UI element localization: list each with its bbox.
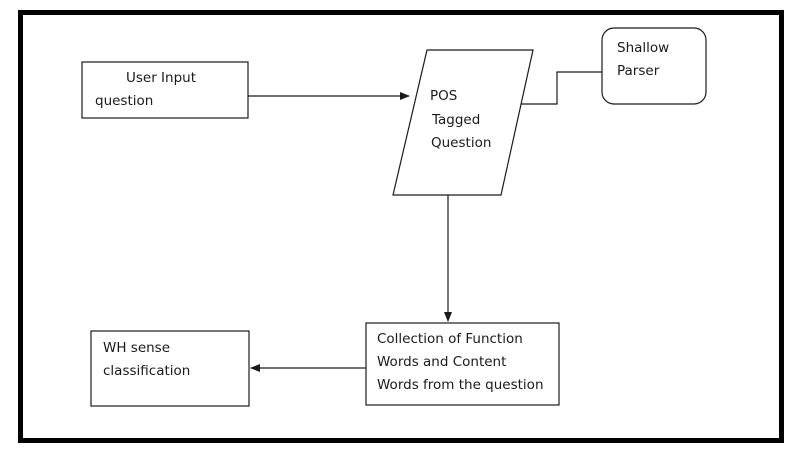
user-input-label-line1: User Input — [126, 70, 196, 86]
wh-sense-box — [90, 330, 250, 407]
pos-label-line3: Question — [431, 135, 491, 151]
node-pos-tagged-question: POS Tagged Question — [392, 49, 534, 196]
node-shallow-parser: Shallow Parser — [601, 27, 707, 105]
user-input-label-line2: question — [95, 93, 153, 109]
collection-label-line2: Words and Content — [377, 354, 506, 370]
shallow-parser-label-line2: Parser — [617, 63, 660, 79]
edge-shallow-parser-to-pos — [511, 71, 602, 108]
collection-label-line3: Words from the question — [377, 377, 544, 393]
node-collection: Collection of Function Words and Content… — [365, 322, 560, 406]
wh-sense-label-line2: classification — [103, 363, 190, 379]
pos-label-line2: Tagged — [431, 112, 480, 128]
collection-label-line1: Collection of Function — [377, 331, 523, 347]
pos-tagged-parallelogram — [392, 49, 534, 196]
diagram-frame — [18, 10, 784, 443]
node-user-input: User Input question — [81, 61, 249, 119]
wh-sense-label-line1: WH sense — [103, 340, 170, 356]
shallow-parser-box — [601, 27, 707, 105]
pos-label-line1: POS — [430, 88, 457, 104]
shallow-parser-label-line1: Shallow — [617, 40, 669, 56]
collection-box — [365, 322, 560, 406]
node-wh-sense: WH sense classification — [90, 330, 250, 407]
user-input-box — [81, 61, 249, 119]
